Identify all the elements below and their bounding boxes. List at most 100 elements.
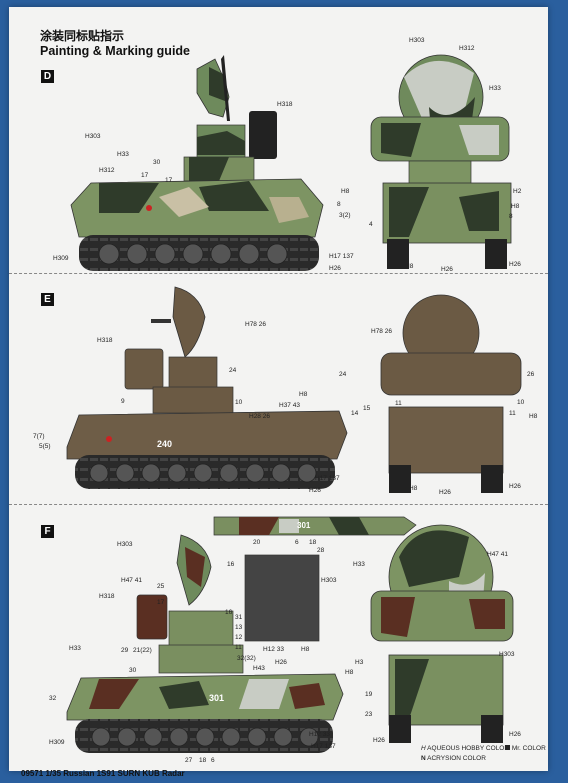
part-number: 29 [121, 647, 129, 654]
color-callout: H303 [85, 133, 101, 140]
color-callout: H26 [439, 489, 451, 496]
color-callout: H8 [529, 413, 538, 420]
f-top-strip [213, 516, 417, 536]
part-number: 21(22) [133, 647, 152, 654]
part-number: 7(7) [33, 433, 45, 440]
part-number: 4 [369, 221, 373, 228]
title-chinese: 涂装同标贴指示 [40, 29, 125, 43]
section-divider [9, 504, 548, 505]
part-number: 15 [363, 405, 371, 412]
color-callout: H17 137 [315, 475, 340, 482]
color-callout: H78 26 [245, 321, 266, 328]
color-callout: H26 [309, 487, 321, 494]
part-number: 8 [337, 201, 341, 208]
color-callout: H43 [253, 665, 265, 672]
part-number: 23 [365, 711, 373, 718]
color-callout: H303 [409, 37, 425, 44]
part-number: 28 [317, 547, 325, 554]
vehicle-number: 301 [297, 521, 311, 530]
color-callout: H8 [299, 391, 308, 398]
section-label-d: D [41, 70, 54, 83]
part-number: 11 [509, 410, 516, 417]
color-callout: H12 33 [309, 731, 330, 738]
part-number: 3(2) [339, 212, 351, 219]
part-number: 32(32) [237, 655, 256, 662]
vehicle-number: 301 [209, 693, 225, 703]
d-side-view [70, 55, 324, 271]
part-number: 17 [157, 599, 165, 606]
color-callout: H318 [97, 337, 113, 344]
color-callout: H26 [441, 266, 453, 273]
part-number: 16 [225, 609, 233, 616]
color-callout: H8 [405, 263, 414, 270]
part-number: 26 [527, 371, 535, 378]
color-callout: H26 [275, 659, 287, 666]
part-number: 19 [365, 691, 373, 698]
color-callout: H47 41 [487, 551, 508, 558]
color-callout: H17 137 [329, 253, 354, 260]
part-number: 31 [235, 614, 243, 621]
color-callout: H28 26 [249, 413, 270, 420]
section-label-e: E [41, 293, 54, 306]
color-callout: H47 41 [121, 577, 142, 584]
color-callout: H37 43 [279, 402, 300, 409]
color-callout: H78 26 [371, 328, 392, 335]
e-front-view [380, 294, 522, 493]
color-callout: H303 [117, 541, 133, 548]
part-number: 13 [235, 624, 243, 631]
legend-mr-color: Mr. COLOR [505, 745, 546, 752]
color-callout: H3 [355, 659, 364, 666]
color-callout: H303 [499, 651, 515, 658]
color-callout: H2 [513, 188, 522, 195]
color-callout: H303 [321, 577, 337, 584]
part-number: 32 [49, 695, 57, 702]
part-number: 9 [121, 398, 125, 405]
part-number: 18 [309, 539, 317, 546]
vehicle-drawings [66, 54, 522, 753]
color-callout: H26 [509, 261, 521, 268]
part-number: 24 [229, 367, 237, 374]
part-number: 27 [185, 757, 193, 764]
footer-caption: 09571 1/35 Russian 1S91 SURN KUB Radar [21, 769, 185, 778]
part-number: 10 [517, 399, 525, 406]
color-callout: H8 [301, 646, 310, 653]
part-number: 11 [395, 400, 402, 407]
d-front-view [370, 54, 512, 269]
color-callout: H33 [353, 561, 365, 568]
part-number: 14 [351, 410, 359, 417]
color-callout: H33 [117, 151, 129, 158]
color-callout: H8 [345, 669, 354, 676]
color-callout: H17 137 [311, 743, 336, 750]
e-side-view [66, 286, 348, 489]
legend-acrysion: N ACRYSION COLOR [421, 755, 486, 762]
color-callout: H12 33 [263, 646, 284, 653]
color-callout: H26 [509, 483, 521, 490]
color-callout: H8 [511, 203, 520, 210]
part-number: 30 [153, 159, 161, 166]
color-callout: H312 [99, 167, 115, 174]
f-front-view [370, 524, 514, 743]
color-callout: H8 [409, 485, 418, 492]
part-number: 10 [235, 399, 243, 406]
color-callout: H318 [99, 593, 115, 600]
part-number: 25 [157, 583, 165, 590]
part-number: 30 [129, 667, 137, 674]
color-callout: H33 [489, 85, 501, 92]
instruction-sheet: 涂装同标贴指示 Painting & Marking guide D E F H… [9, 7, 548, 771]
part-number: 20 [253, 539, 261, 546]
part-number: 6 [295, 539, 299, 546]
part-number: 8 [509, 213, 513, 220]
section-label-f: F [41, 525, 54, 538]
part-number: 17 [141, 172, 149, 179]
color-callout: H33 [69, 645, 81, 652]
part-number: 18 [199, 757, 207, 764]
section-divider [9, 273, 548, 274]
color-callout: H26 [329, 265, 341, 272]
title-english: Painting & Marking guide [40, 44, 191, 58]
f-side-view [66, 534, 344, 753]
color-callout: H309 [49, 739, 65, 746]
part-number: 16 [227, 561, 235, 568]
part-number: 17 [165, 177, 173, 184]
legend-aqueous: H AQUEOUS HOBBY COLOR [421, 745, 510, 752]
part-number: 12 [235, 634, 243, 641]
